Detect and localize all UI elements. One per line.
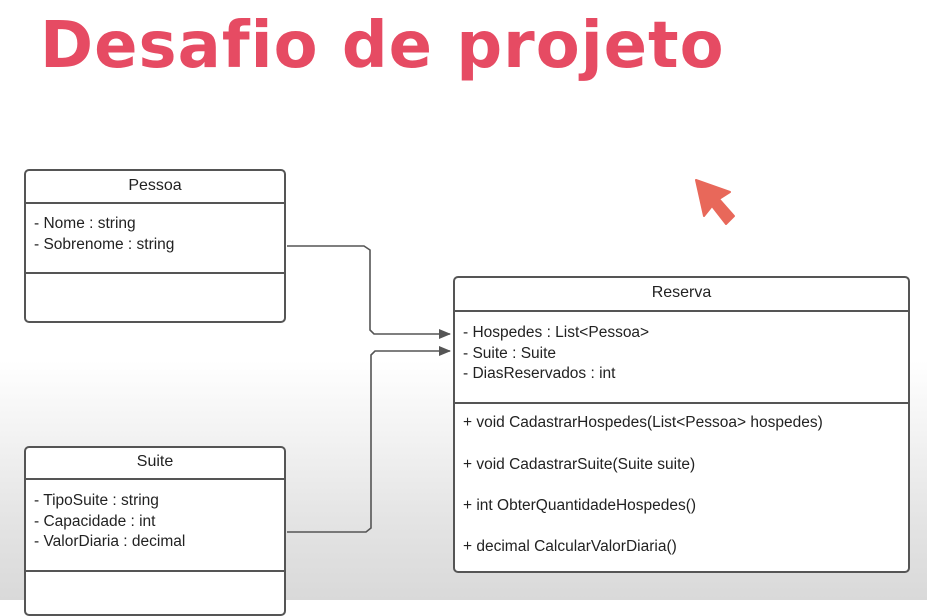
attribute-item: - Sobrenome : string	[34, 235, 175, 253]
method-item: + int ObterQuantidadeHospedes()	[463, 497, 697, 514]
class-name: Pessoa	[26, 171, 284, 204]
class-box-pessoa: Pessoa - Nome : string - Sobrenome : str…	[24, 169, 286, 323]
pointer-arrow-icon	[695, 179, 735, 225]
class-box-suite: Suite - TipoSuite : string - Capacidade …	[24, 446, 286, 616]
connector-suite-reserva	[287, 346, 451, 533]
attributes-section: - Hospedes : List<Pessoa> - Suite : Suit…	[455, 312, 908, 404]
method-item: + void CadastrarHospedes(List<Pessoa> ho…	[463, 414, 823, 431]
attribute-item: - TipoSuite : string	[34, 492, 159, 509]
attribute-item: - Hospedes : List<Pessoa>	[463, 324, 650, 341]
attribute-item: - Suite : Suite	[463, 344, 557, 362]
method-item: + decimal CalcularValorDiaria()	[463, 538, 677, 555]
attributes-section: - TipoSuite : string - Capacidade : int …	[26, 480, 284, 572]
attribute-item: - Nome : string	[34, 215, 136, 232]
attribute-item: - ValorDiaria : decimal	[34, 533, 186, 550]
connector-pessoa-reserva	[287, 245, 451, 339]
attribute-item: - Capacidade : int	[34, 512, 156, 530]
method-item: + void CadastrarSuite(Suite suite)	[463, 456, 696, 473]
attributes-section: - Nome : string - Sobrenome : string	[26, 204, 284, 274]
class-name: Reserva	[455, 278, 908, 312]
attribute-item: - DiasReservados : int	[463, 365, 616, 382]
class-name: Suite	[26, 448, 284, 480]
slide-title: Desafio de projeto	[40, 9, 725, 83]
class-box-reserva: Reserva - Hospedes : List<Pessoa> - Suit…	[453, 276, 910, 573]
